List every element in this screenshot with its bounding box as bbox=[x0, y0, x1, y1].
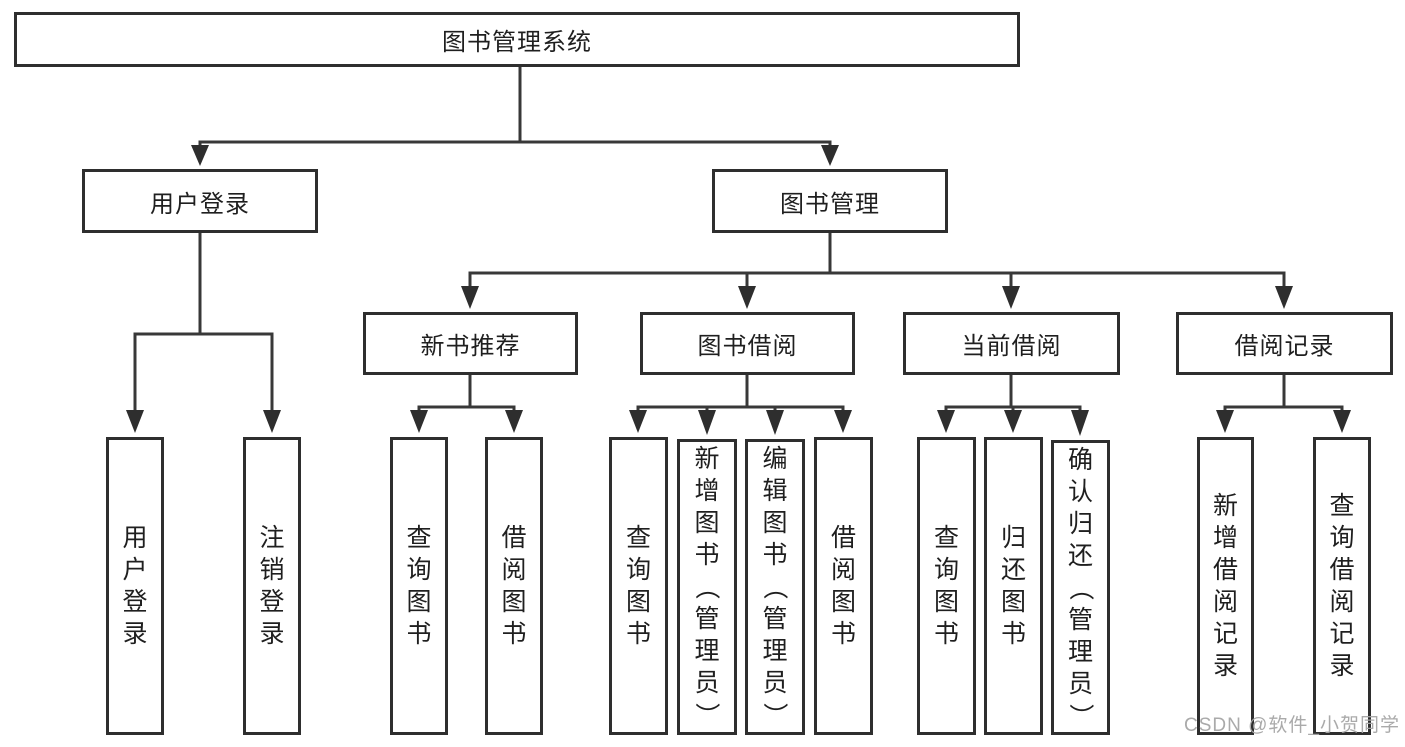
node-book-borrowing: 图书借阅 bbox=[640, 312, 855, 375]
leaf-query-books-recommend: 查询图书 bbox=[390, 437, 448, 735]
connector-root-to-level2 bbox=[191, 65, 839, 166]
connector-borrow-to-leaves bbox=[629, 373, 852, 435]
leaf-borrow-books-borrowing: 借阅图书 bbox=[814, 437, 873, 735]
leaf-user-login: 用户登录 bbox=[106, 437, 164, 735]
leaf-confirm-return-admin: 确认归还（管理员） bbox=[1051, 440, 1110, 735]
leaf-return-books: 归还图书 bbox=[984, 437, 1043, 735]
node-user-login: 用户登录 bbox=[82, 169, 318, 233]
connector-rec-to-leaves bbox=[410, 373, 523, 433]
node-new-book-recommend: 新书推荐 bbox=[363, 312, 578, 375]
leaf-query-borrow-record: 查询借阅记录 bbox=[1313, 437, 1371, 735]
leaf-logout: 注销登录 bbox=[243, 437, 301, 735]
connector-records-to-leaves bbox=[1216, 373, 1351, 433]
node-borrowing-records: 借阅记录 bbox=[1176, 312, 1393, 375]
connector-login-to-leaves bbox=[126, 231, 281, 433]
leaf-query-books-current: 查询图书 bbox=[917, 437, 976, 735]
leaf-query-books-borrowing: 查询图书 bbox=[609, 437, 668, 735]
node-current-borrowing: 当前借阅 bbox=[903, 312, 1120, 375]
connector-mgmt-to-level3 bbox=[461, 231, 1293, 309]
leaf-add-borrow-record: 新增借阅记录 bbox=[1197, 437, 1254, 735]
node-book-management: 图书管理 bbox=[712, 169, 948, 233]
watermark-text: CSDN @软件_小贺同学 bbox=[1184, 715, 1400, 736]
leaf-edit-books-admin: 编辑图书（管理员） bbox=[745, 439, 805, 735]
leaf-add-books-admin: 新增图书（管理员） bbox=[677, 439, 737, 735]
leaf-borrow-books-recommend: 借阅图书 bbox=[485, 437, 543, 735]
node-library-system: 图书管理系统 bbox=[14, 12, 1020, 67]
connector-current-to-leaves bbox=[937, 373, 1089, 436]
